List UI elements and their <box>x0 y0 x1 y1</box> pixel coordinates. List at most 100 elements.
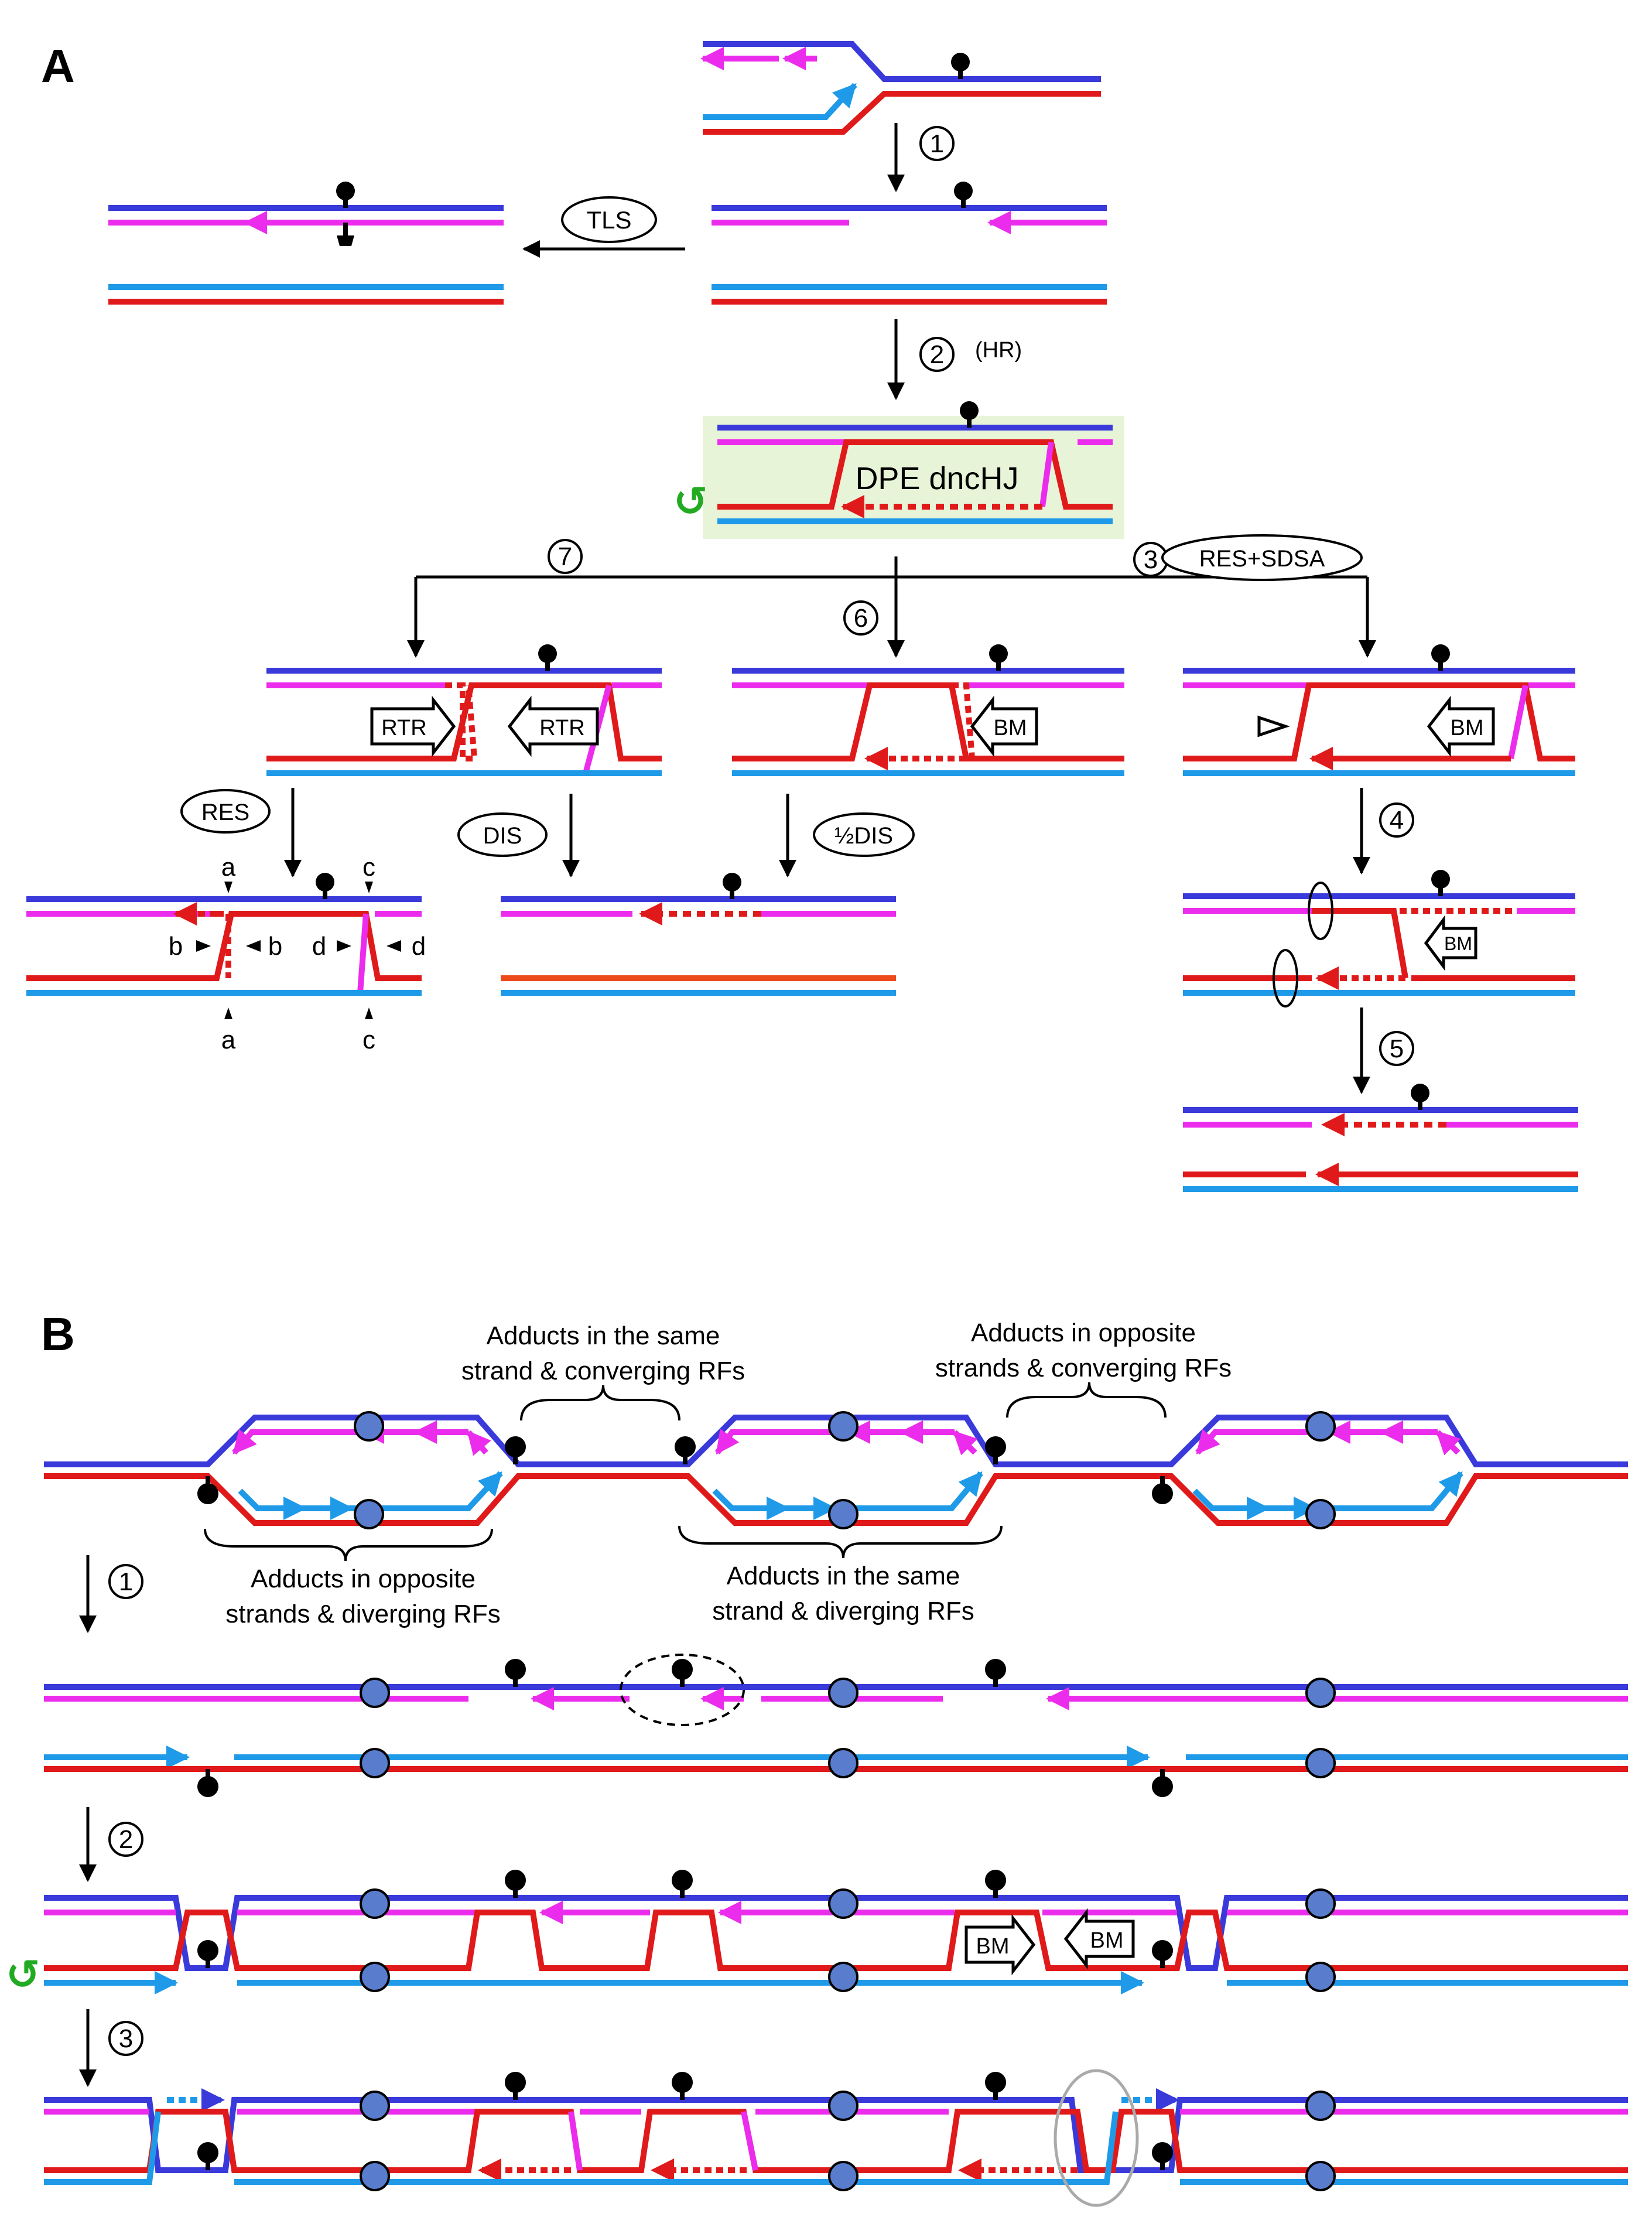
lesion-adduct <box>316 873 334 899</box>
hr-label: (HR) <box>975 338 1022 363</box>
svg-text:BM: BM <box>1451 716 1484 740</box>
step-4-label: 4 <box>1379 802 1414 838</box>
bm-arrow: BM <box>970 695 1038 757</box>
svg-text:d: d <box>312 932 326 961</box>
b-adducts-row1 <box>197 1436 1173 1504</box>
tls-arrow: TLS <box>522 196 685 258</box>
cut-site-letters: a a b b c c d d <box>169 853 426 1054</box>
dpe-dnchj-box: DPE dncHJ <box>703 416 1124 539</box>
green-rotate-icon: ↺ <box>673 477 708 525</box>
tls-label: TLS <box>586 206 631 234</box>
green-rotate-icon: ↺ <box>6 1951 40 1999</box>
lesion-adduct <box>1411 1084 1429 1110</box>
svg-text:6: 6 <box>854 604 868 633</box>
svg-text:3: 3 <box>1144 545 1158 574</box>
b-step-1-arrow: 1 <box>79 1555 143 1633</box>
a-step4-product <box>1183 893 1575 996</box>
svg-text:1: 1 <box>119 1567 133 1596</box>
svg-text:4: 4 <box>1390 806 1404 835</box>
a-dis-product <box>501 896 896 996</box>
svg-text:RTR: RTR <box>539 716 584 740</box>
bm-arrow: BM <box>1427 695 1495 757</box>
step-7-label: 7 <box>548 539 583 574</box>
lesion-adduct <box>336 182 355 246</box>
nick-triangle-icon <box>1257 715 1290 737</box>
svg-text:strands & converging RFs: strands & converging RFs <box>935 1354 1232 1382</box>
svg-text:c: c <box>362 853 375 882</box>
lesion-adduct <box>538 644 557 671</box>
lesion-adduct <box>960 401 979 428</box>
cut-site-markers <box>196 882 401 1019</box>
svg-text:RES: RES <box>201 800 249 825</box>
b-adducts-row3 <box>197 1870 1173 1968</box>
lesion-adduct <box>1431 644 1450 671</box>
step-1-number: 1 <box>930 129 944 158</box>
panel-label-b: B <box>41 1308 75 1360</box>
svg-text:d: d <box>412 932 426 961</box>
a-stalled-fork <box>700 41 1101 135</box>
svg-text:RTR: RTR <box>381 716 426 740</box>
highlighted-junction-ring <box>1054 2069 1139 2207</box>
lesion-adduct <box>1431 870 1450 896</box>
b-nucleosomes-row4 <box>360 2091 1336 2191</box>
step-1-arrow: 1 <box>887 123 955 192</box>
a-res-product <box>26 896 422 996</box>
a-tls-product <box>108 205 504 305</box>
svg-text:Adducts in opposite: Adducts in opposite <box>251 1565 476 1593</box>
svg-text:strand & converging RFs: strand & converging RFs <box>461 1357 745 1385</box>
step-2-arrow: 2 (HR) <box>887 319 1022 400</box>
b-step2-structure <box>44 1895 1628 1994</box>
svg-text:BM: BM <box>994 716 1027 740</box>
svg-text:Adducts in the same: Adducts in the same <box>487 1321 720 1350</box>
b-nucleosomes-row1 <box>354 1411 1336 1529</box>
svg-text:strands & diverging RFs: strands & diverging RFs <box>225 1600 501 1628</box>
bm-arrow: BM <box>1063 1908 1135 1970</box>
svg-text:b: b <box>169 932 183 961</box>
svg-text:a: a <box>221 1026 236 1054</box>
svg-text:BM: BM <box>1090 1928 1124 1953</box>
b-adducts-row2 <box>197 1659 1173 1797</box>
svg-text:c: c <box>362 1026 375 1054</box>
svg-text:½DIS: ½DIS <box>834 823 893 849</box>
bm-arrow: BM <box>1424 915 1477 971</box>
lesion-adduct <box>951 53 970 79</box>
a-bm-structure-right <box>1183 668 1575 776</box>
svg-text:a: a <box>221 853 236 882</box>
highlighted-adduct-ring <box>620 1654 745 1726</box>
svg-text:3: 3 <box>119 2024 133 2053</box>
b-nucleosomes-row2 <box>360 1678 1336 1778</box>
bm-arrow: BM <box>964 1914 1036 1976</box>
b-adducts-row4 <box>197 2072 1173 2170</box>
step-5-arrow: 5 <box>1353 1007 1414 1094</box>
svg-text:2: 2 <box>119 1825 133 1854</box>
step-3-label: 3 RES+SDSA <box>1133 534 1363 581</box>
b-step3-structure <box>44 2088 1628 2185</box>
svg-text:b: b <box>268 932 282 961</box>
rtr-arrow-right: RTR <box>370 695 456 757</box>
step-2-number: 2 <box>930 340 944 369</box>
svg-text:7: 7 <box>558 542 572 571</box>
svg-text:Adducts in opposite: Adducts in opposite <box>971 1319 1196 1347</box>
lesion-adduct <box>723 873 741 899</box>
lesion-adduct <box>954 182 973 208</box>
res-oval: RES <box>180 789 271 834</box>
svg-text:BM: BM <box>976 1934 1010 1959</box>
svg-text:Adducts in the same: Adducts in the same <box>727 1562 960 1590</box>
svg-text:BM: BM <box>1444 933 1472 954</box>
svg-text:strand & diverging RFs: strand & diverging RFs <box>712 1597 974 1625</box>
rotation-arrows <box>1273 882 1333 1007</box>
b-step-3-arrow: 3 <box>79 2009 143 2087</box>
step-6-label: 6 <box>843 600 878 636</box>
a-rtr-structure <box>266 668 662 776</box>
a-gapped-duplex <box>712 205 1107 305</box>
svg-text:DIS: DIS <box>483 823 522 849</box>
b-top-annotations: Adducts in the same strand & converging … <box>461 1319 1232 1421</box>
b-step-2-arrow: 2 <box>79 1807 143 1882</box>
a-bm-structure-middle <box>732 668 1124 776</box>
svg-text:5: 5 <box>1390 1034 1404 1063</box>
b-bottom-annotations: Adducts in opposite strands & diverging … <box>204 1525 1003 1628</box>
lesion-adduct <box>989 644 1008 671</box>
a-step5-product <box>1183 1107 1578 1192</box>
dpe-dnchj-label: DPE dncHJ <box>855 461 1018 496</box>
